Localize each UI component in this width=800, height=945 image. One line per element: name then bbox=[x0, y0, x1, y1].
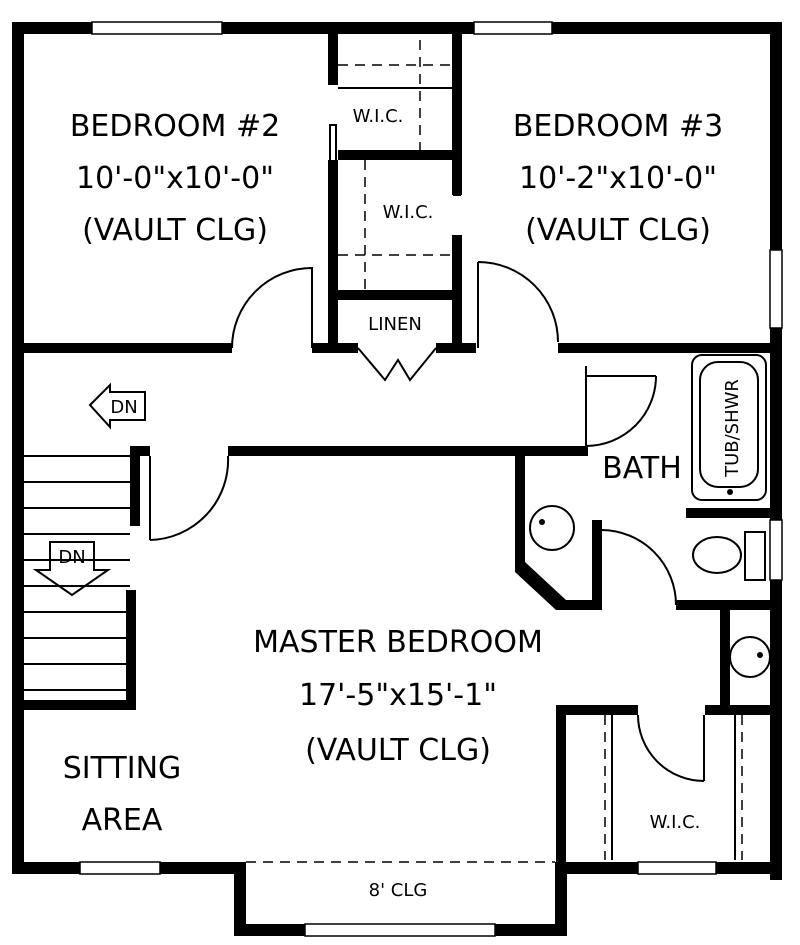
master-sink bbox=[729, 636, 771, 678]
bath-sink bbox=[529, 505, 575, 551]
doors bbox=[149, 114, 705, 782]
linen-label: LINEN bbox=[368, 314, 422, 335]
fixtures bbox=[529, 354, 771, 678]
closet-shelves bbox=[246, 40, 743, 863]
ceiling-note: 8' CLG bbox=[369, 880, 428, 901]
wic-master-label: W.I.C. bbox=[650, 812, 701, 833]
room-bedroom-2-note: (VAULT CLG) bbox=[82, 213, 268, 248]
toilet bbox=[692, 536, 742, 574]
room-master-dims: 17'-5"x15'-1" bbox=[299, 678, 497, 713]
windows bbox=[79, 21, 783, 937]
room-sitting-line1: SITTING bbox=[63, 751, 182, 786]
down-arrow-icon bbox=[88, 382, 146, 430]
room-bedroom-3-note: (VAULT CLG) bbox=[525, 213, 711, 248]
room-bath-label: BATH bbox=[602, 451, 682, 486]
room-master-note: (VAULT CLG) bbox=[305, 733, 491, 768]
room-master-name: MASTER BEDROOM bbox=[253, 625, 543, 660]
stairs bbox=[24, 455, 130, 691]
room-bedroom-3-dims: 10'-2"x10'-0" bbox=[519, 161, 717, 196]
room-bedroom-2-name: BEDROOM #2 bbox=[70, 109, 280, 144]
room-bedroom-3-name: BEDROOM #3 bbox=[513, 109, 723, 144]
interior-walls bbox=[12, 30, 776, 870]
tub-shower-label: TUB/SHWR bbox=[722, 379, 743, 478]
wic-top-label: W.I.C. bbox=[353, 106, 404, 127]
down-arrow-icon-stair bbox=[32, 541, 112, 597]
wic-mid-label: W.I.C. bbox=[383, 202, 434, 223]
room-sitting-line2: AREA bbox=[82, 803, 163, 838]
stair-down-label-hall: DN bbox=[110, 397, 137, 418]
tub bbox=[691, 354, 767, 501]
room-bedroom-2-dims: 10'-0"x10'-0" bbox=[76, 161, 274, 196]
stair-down-label-stair: DN bbox=[58, 547, 85, 568]
